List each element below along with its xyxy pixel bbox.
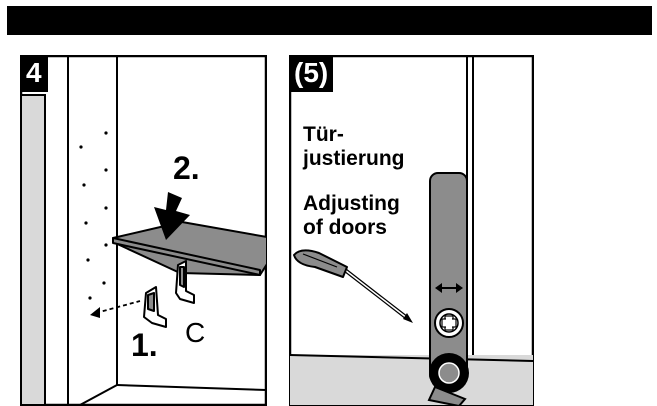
step-5-illustration: (5) Tür- justierung Adjusting of doors: [289, 55, 534, 406]
step-number: (5): [289, 55, 334, 92]
title-english-line-2: of doors: [303, 216, 387, 239]
shelf-drawing: [20, 55, 267, 406]
step-4-illustration: 4 2. 1. C: [20, 55, 267, 406]
door-hinge-drawing: [289, 55, 534, 406]
title-english-line-1: Adjusting: [303, 192, 400, 215]
title-german-line-2: justierung: [303, 147, 405, 170]
title-german-line-1: Tür-: [303, 123, 344, 146]
step-number: 4: [20, 55, 48, 92]
header-bar: [7, 6, 652, 35]
part-label: C: [185, 317, 206, 348]
step-2-label: 2.: [173, 150, 200, 186]
step-1-label: 1.: [131, 327, 158, 363]
